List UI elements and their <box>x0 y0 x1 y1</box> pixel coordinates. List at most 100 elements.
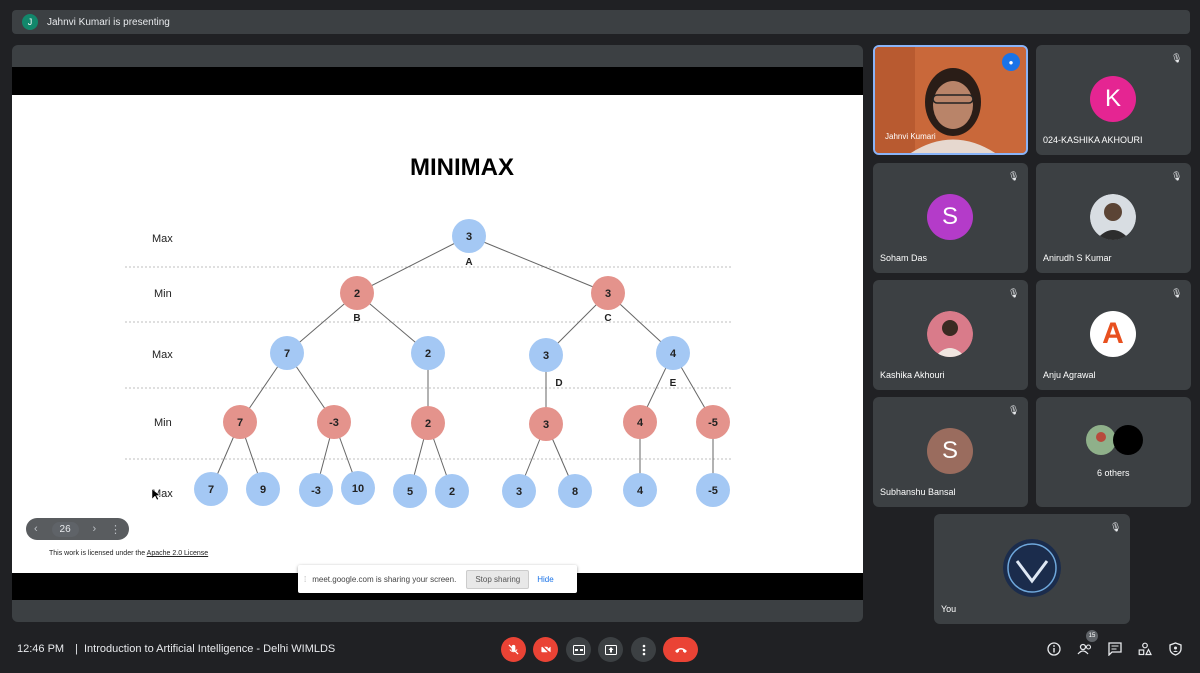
avatar: A <box>1090 311 1136 357</box>
min-node <box>411 406 445 440</box>
tree-edge <box>468 235 609 294</box>
max-node <box>299 473 333 507</box>
mouse-cursor-icon <box>151 488 161 501</box>
max-node <box>529 338 563 372</box>
slide-number: 26 <box>51 521 79 537</box>
people-button[interactable] <box>1077 641 1093 657</box>
stop-sharing-button[interactable]: Stop sharing <box>466 569 530 589</box>
more-options-icon[interactable]: ⋮ <box>110 523 121 536</box>
node-value: 8 <box>572 486 578 498</box>
level-label: Max <box>152 233 173 245</box>
node-value: 3 <box>605 288 611 300</box>
min-node <box>591 276 625 310</box>
max-node <box>341 471 375 505</box>
slide-title: MINIMAX <box>410 154 514 181</box>
participant-tile[interactable]: 🎙︎ S Soham Das <box>873 163 1028 273</box>
drag-handle-icon[interactable]: ⁞ <box>304 574 307 584</box>
participant-name: Jahnvi Kumari <box>885 132 936 141</box>
mic-off-icon <box>508 644 519 655</box>
presenter-avatar: J <box>22 14 38 30</box>
host-controls-button[interactable] <box>1167 641 1183 657</box>
others-avatars <box>1086 425 1143 455</box>
participant-tile[interactable]: 🎙︎ K 024-KASHIKA AKHOURI <box>1036 45 1191 155</box>
mic-off-icon: 🎙︎ <box>1008 171 1020 181</box>
slide: MINIMAX Max Min Max Min Max <box>12 95 863 573</box>
max-node <box>696 473 730 507</box>
node-value: 9 <box>260 484 266 496</box>
min-node <box>696 405 730 439</box>
min-node <box>223 405 257 439</box>
tree-edge <box>356 235 470 294</box>
participant-tile[interactable]: 🎙︎ A Anju Agrawal <box>1036 280 1191 390</box>
activities-button[interactable] <box>1137 641 1153 657</box>
participant-tile-others[interactable]: 6 others <box>1036 397 1191 507</box>
avatar: S <box>927 194 973 240</box>
participant-name: Kashika Akhouri <box>880 370 945 380</box>
hang-up-icon <box>674 647 687 653</box>
leave-call-button[interactable] <box>663 637 698 662</box>
node-value: -3 <box>329 417 339 429</box>
max-node <box>435 474 469 508</box>
min-node <box>317 405 351 439</box>
avatar-photo <box>1003 539 1061 597</box>
presenting-text: Jahnvi Kumari is presenting <box>47 16 170 28</box>
min-node <box>340 276 374 310</box>
captions-button[interactable] <box>566 637 591 662</box>
node-value: 7 <box>208 484 214 496</box>
bottom-bar: 12:46 PM | Introduction to Artificial In… <box>0 626 1200 673</box>
participant-tile[interactable]: 🎙︎ Kashika Akhouri <box>873 280 1028 390</box>
max-node <box>623 473 657 507</box>
mic-toggle-button[interactable] <box>501 637 526 662</box>
next-slide-button[interactable]: › <box>92 523 97 535</box>
node-letter: A <box>465 257 472 268</box>
max-node <box>558 474 592 508</box>
share-message: meet.google.com is sharing your screen. <box>312 574 457 584</box>
node-letter: D <box>555 378 562 389</box>
level-label: Min <box>154 288 172 300</box>
node-value: -5 <box>708 417 718 429</box>
max-node <box>270 336 304 370</box>
node-value: 2 <box>425 348 431 360</box>
max-node <box>411 336 445 370</box>
license-link[interactable]: Apache 2.0 License <box>146 550 209 557</box>
more-vert-icon <box>642 644 645 655</box>
node-letter: C <box>604 313 611 324</box>
participant-name: Soham Das <box>880 253 928 263</box>
participant-tile[interactable]: 🎙︎ S Subhanshu Bansal <box>873 397 1028 507</box>
mic-off-icon: 🎙︎ <box>1008 405 1020 415</box>
participant-tile[interactable]: 🎙︎ Anirudh S Kumar <box>1036 163 1191 273</box>
participant-name: Anirudh S Kumar <box>1043 253 1112 263</box>
more-options-button[interactable] <box>631 637 656 662</box>
people-icon <box>1077 643 1092 655</box>
activities-icon <box>1138 642 1152 656</box>
presenting-banner: J Jahnvi Kumari is presenting <box>12 10 1190 34</box>
node-value: 10 <box>352 483 364 495</box>
max-node <box>502 474 536 508</box>
chat-button[interactable] <box>1107 641 1123 657</box>
hide-button[interactable]: Hide <box>537 574 554 584</box>
chat-icon <box>1108 642 1122 656</box>
presenter-video <box>875 47 1026 153</box>
max-node <box>246 472 280 506</box>
camera-toggle-button[interactable] <box>533 637 558 662</box>
present-now-button[interactable] <box>598 637 623 662</box>
level-label: Max <box>152 349 173 361</box>
participant-tile-self[interactable]: 🎙︎ You <box>934 514 1130 624</box>
camera-off-icon <box>540 644 551 655</box>
min-node <box>623 405 657 439</box>
mic-off-icon: 🎙︎ <box>1171 288 1183 298</box>
prev-slide-button[interactable]: ‹ <box>34 523 38 535</box>
level-label: Min <box>154 417 172 429</box>
node-letter: B <box>353 313 360 324</box>
node-value: 4 <box>637 485 644 497</box>
participant-name: 6 others <box>1097 468 1130 478</box>
letterbox-top <box>12 67 863 95</box>
node-value: 5 <box>407 486 413 498</box>
node-value: 4 <box>670 348 677 360</box>
meeting-details-button[interactable] <box>1046 641 1062 657</box>
slide-navigation: ‹ 26 › ⋮ <box>26 518 129 540</box>
clock: 12:46 PM <box>17 643 65 655</box>
minimax-tree-diagram: MINIMAX Max Min Max Min Max <box>125 154 732 508</box>
participant-tile-presenter[interactable]: ● Jahnvi Kumari <box>873 45 1028 155</box>
participant-name: You <box>941 604 957 614</box>
